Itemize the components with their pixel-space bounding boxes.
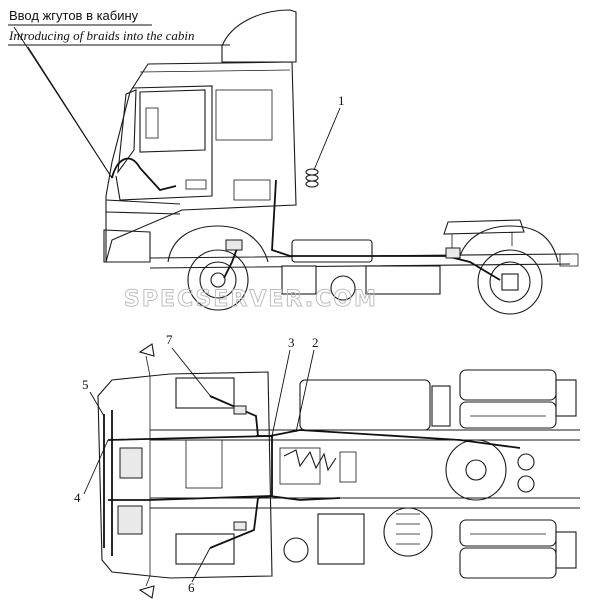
connector-block: [225, 239, 243, 251]
side-step-panel: [233, 179, 271, 201]
air-coil: [305, 168, 319, 188]
cab-top-outline: [97, 371, 273, 579]
rear-lamp: [559, 253, 579, 267]
mirror-arm-top: [145, 355, 151, 377]
rear-right-wheel-outer: [459, 547, 557, 579]
watermark: SPECSERVER.COM: [124, 287, 378, 312]
svg-text:2: 2: [312, 335, 319, 350]
cab-rear-harness: [256, 435, 273, 499]
rear-left-wheel-outer: [459, 369, 557, 401]
fifth-wheel: [443, 219, 525, 235]
seat-left: [175, 377, 235, 409]
callout-1: 1: [313, 93, 345, 171]
rear-mudflap-left: [555, 379, 577, 417]
rear-connector-block: [445, 247, 461, 259]
rear-right-wheel-inner: [459, 519, 557, 547]
tread-lines: [470, 415, 546, 535]
caption-english: Introducing of braids into the cabin: [8, 28, 194, 43]
mirror-left-top: [138, 343, 155, 357]
battery-top: [317, 513, 365, 565]
front-wheel-rim: [199, 261, 237, 299]
valve-block: [339, 451, 357, 483]
callout-3: 3: [271, 335, 295, 437]
windshield: [117, 89, 137, 174]
kingpin: [465, 459, 487, 481]
side-view-truck: [103, 9, 579, 315]
air-tank-top: [283, 537, 309, 563]
ladder-step: [396, 513, 420, 545]
toolbox: [365, 265, 441, 295]
cab-stripes: [105, 199, 181, 215]
connector-6: [233, 521, 247, 531]
front-bumper: [103, 229, 151, 263]
fuse-box: [117, 505, 143, 535]
seat-harness-left: [209, 395, 259, 437]
front-wheel-outer: [187, 249, 249, 311]
cab-door: [115, 85, 213, 201]
connector-7: [233, 405, 247, 415]
front-wheel-hub: [210, 272, 226, 288]
battery-box: [281, 265, 317, 295]
seat-harness-right: [209, 497, 259, 549]
door-window: [139, 89, 206, 153]
front-wheel-top: [383, 507, 433, 557]
front-wheel-arch: [167, 225, 269, 263]
roof-spoiler: [221, 9, 297, 63]
rear-wheel-rim: [489, 261, 531, 303]
cab-roof-line: [139, 69, 291, 73]
svg-text:7: 7: [166, 332, 173, 347]
fifth-wheel-top: [445, 439, 507, 501]
front-panel-harness: [103, 410, 113, 556]
svg-text:6: 6: [188, 580, 195, 595]
svg-text:3: 3: [288, 335, 295, 350]
svg-text:4: 4: [74, 490, 81, 505]
mirror-arm-bottom: [145, 575, 151, 587]
fifth-wheel-mount: [451, 232, 513, 248]
svg-text:5: 5: [82, 377, 89, 392]
mirror-right-top: [138, 585, 155, 599]
callout-6: 6: [188, 547, 211, 595]
rear-mudguard: [459, 225, 559, 263]
callout-7: 7: [166, 332, 213, 399]
engine-tunnel: [185, 439, 223, 489]
fuel-tank: [291, 239, 373, 263]
sleeper-window: [215, 89, 273, 141]
air-tank: [330, 275, 356, 301]
spring-housing: [279, 447, 321, 485]
callout-5: 5: [82, 377, 105, 417]
rear-wheel-outer: [477, 249, 543, 315]
tank-cap-area: [431, 385, 451, 427]
caption-russian: Ввод жгутов в кабину: [9, 8, 139, 23]
door-handle: [185, 179, 207, 190]
dashboard-module: [119, 447, 143, 479]
frame-rails-top: [150, 429, 580, 509]
mirror: [145, 107, 159, 139]
diff-housing-b: [517, 475, 535, 493]
cab-harness-entry: [111, 157, 177, 192]
cab-body: [105, 61, 297, 263]
diff-housing-a: [517, 453, 535, 471]
seat-right: [175, 533, 235, 565]
main-harness-upper: [107, 429, 521, 449]
caption-leader-2: [27, 46, 113, 179]
rear-wheel-hub: [501, 273, 519, 291]
callout-4: 4: [74, 439, 109, 505]
top-view-truck: [97, 343, 580, 599]
rear-mudflap-right: [555, 531, 577, 569]
svg-text:1: 1: [338, 93, 345, 108]
side-chassis-harness: [271, 179, 501, 281]
front-axle-harness: [223, 245, 239, 279]
fuel-tank-top: [299, 379, 431, 431]
rear-left-wheel-inner: [459, 401, 557, 429]
coil-spring-top: [283, 449, 337, 472]
callout-2: 2: [295, 335, 319, 433]
